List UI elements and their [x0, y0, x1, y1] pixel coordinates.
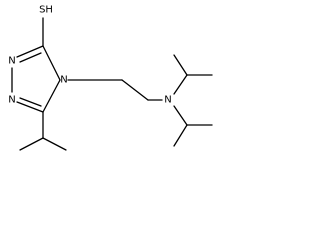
- molecule-structure: SH N N N N: [8, 5, 213, 151]
- triazole-ring: [11, 45, 61, 113]
- atom-label-n1: N: [8, 95, 15, 106]
- bond-ch-upper-me1: [173, 54, 188, 76]
- atom-label-sh: SH: [39, 5, 53, 16]
- isopropyl-amine-lower: [173, 105, 213, 147]
- bond-ch2a-ch2b: [121, 79, 149, 101]
- ethylene-linker: [67, 79, 163, 101]
- atom-label-n4: N: [60, 75, 67, 86]
- bond-ch-lower-me2: [173, 124, 188, 147]
- bond-ch-me1: [19, 137, 44, 151]
- bond-n-ch-lower: [173, 105, 188, 126]
- isopropyl-amine-upper: [173, 54, 213, 95]
- atom-label-n2: N: [8, 56, 15, 67]
- bond-c5-n1-double: [16, 101, 44, 113]
- isopropyl-c5: [19, 111, 67, 151]
- bond-c5-n1-double-inner: [19, 97, 42, 107]
- bond-c3-n4: [42, 45, 61, 81]
- atom-label-n-amine: N: [164, 95, 171, 106]
- bond-n2-c3-double: [16, 45, 44, 58]
- bond-ch-me2: [42, 137, 67, 151]
- bond-n2-c3-double-inner: [19, 52, 42, 63]
- bond-n4-c5: [42, 79, 61, 113]
- bond-n-ch-upper: [173, 74, 188, 95]
